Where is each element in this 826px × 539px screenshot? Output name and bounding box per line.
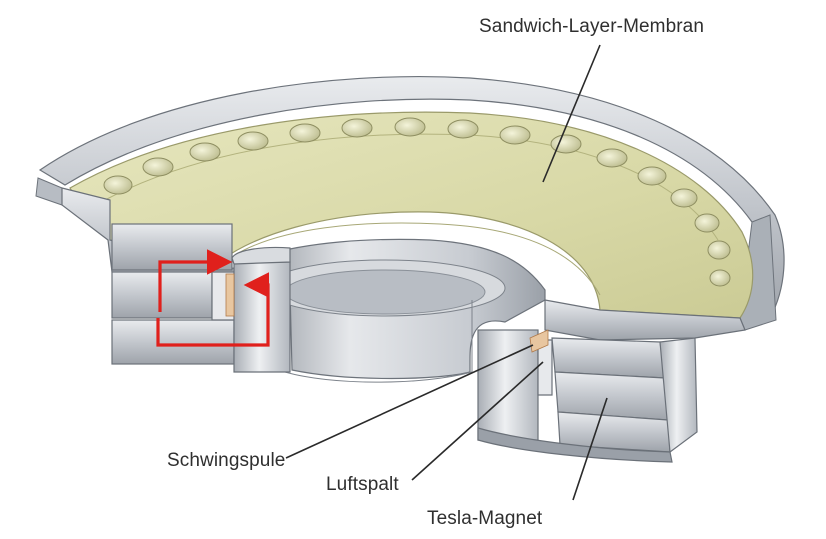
vent-holes — [103, 117, 731, 287]
magnet-leader-line — [572, 397, 608, 501]
magnet-label: Tesla-Magnet — [427, 508, 543, 529]
membrane-leader-line — [542, 44, 601, 183]
voice-coil-leader-line — [285, 344, 534, 459]
membrane-label: Sandwich-Layer-Membran — [479, 16, 705, 37]
right-cross-section — [477, 299, 746, 463]
flux-arrows — [156, 249, 270, 347]
voice-coil-label: Schwingspule — [167, 450, 286, 471]
pole-piece — [243, 238, 546, 383]
air-gap-label: Luftspalt — [326, 474, 399, 495]
outer-frame — [35, 76, 785, 331]
air-gap-leader-line — [411, 361, 544, 481]
leader-lines — [285, 44, 608, 501]
membrane — [69, 111, 754, 319]
